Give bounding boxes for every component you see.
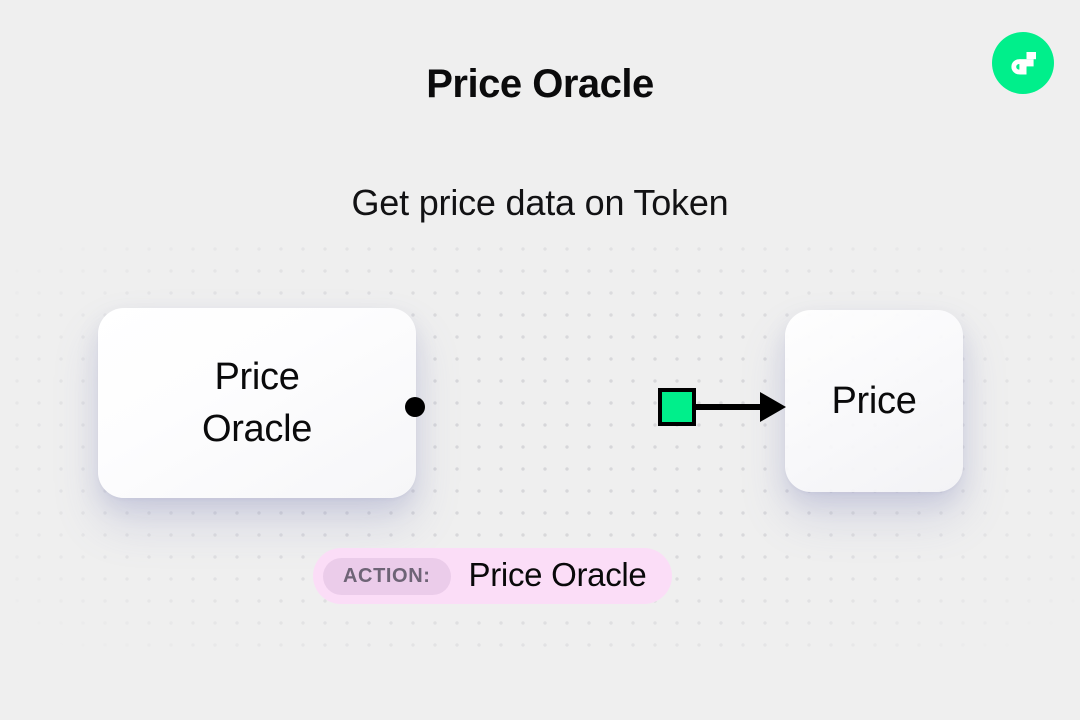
flow-logo-icon <box>992 32 1054 94</box>
node-card-price-oracle-label: Price Oracle <box>202 351 312 456</box>
action-badge-key: ACTION: <box>323 557 451 595</box>
node-label-line-1: Price <box>214 355 300 398</box>
green-square-marker-icon <box>658 388 696 426</box>
node-card-price-oracle[interactable]: Price Oracle <box>98 308 416 498</box>
node-card-price[interactable]: Price <box>785 310 963 492</box>
arrow-head-icon <box>760 392 786 422</box>
action-badge-value: Price Oracle <box>468 556 647 593</box>
page-title: Price Oracle <box>426 62 654 106</box>
node-label-line-2: Oracle <box>201 408 313 450</box>
action-badge[interactable]: ACTION: Price Oracle <box>313 548 673 604</box>
connector-edge <box>405 388 786 426</box>
node-card-price-label: Price <box>831 379 917 422</box>
page-subtitle: Get price data on Token <box>351 182 729 223</box>
